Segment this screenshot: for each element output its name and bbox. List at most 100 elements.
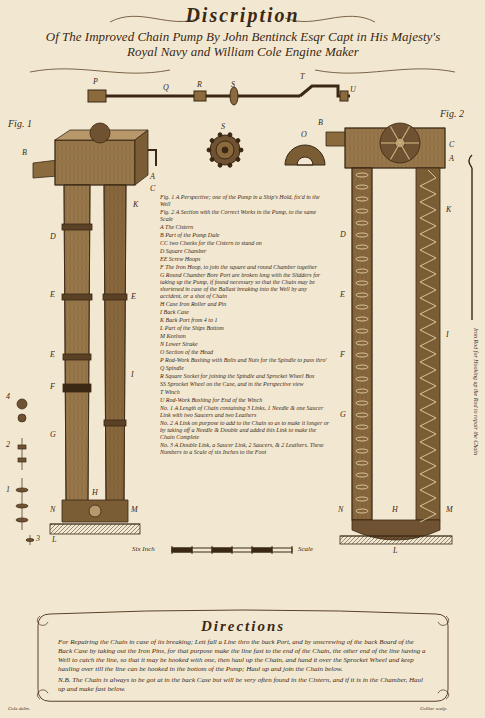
- directions-heading: Directions: [58, 618, 428, 635]
- callout-letter: L: [52, 535, 56, 544]
- callout-letter: 4: [6, 392, 10, 401]
- callout-letter: A: [449, 154, 454, 163]
- sprocket-tooth: [228, 133, 232, 137]
- key-entry: No. 1 A Length of Chain containing 3 Lin…: [160, 405, 330, 419]
- key-entry: Fig. 2 A Section with the Correct Works …: [160, 209, 330, 223]
- callout-letter: K: [133, 200, 138, 209]
- wheel-spoke: [400, 143, 410, 159]
- sprocket-tooth: [236, 157, 240, 161]
- chain-saucer: [356, 497, 368, 501]
- wheel-spoke: [400, 127, 410, 143]
- key-entry: Fig. 1 A Perspective; one of the Pump in…: [160, 194, 330, 208]
- scale-tick: [292, 546, 293, 554]
- key-entry: No. 2 A Link on purpose to add to the Ch…: [160, 420, 330, 441]
- callout-letter: 2: [6, 440, 10, 449]
- pump-fig2: [326, 123, 472, 544]
- scale-label: Six Inch: [132, 545, 155, 553]
- key-entry: CC two Cheeks for the Cistern to stand o…: [160, 240, 330, 247]
- callout-letter: G: [50, 430, 56, 439]
- callout-letter: 1: [6, 485, 10, 494]
- key-entry: B Part of the Pump Dale: [160, 232, 330, 239]
- wheel-spoke: [381, 142, 400, 143]
- callout-letter: R: [197, 80, 202, 89]
- key-entry: Q Spindle: [160, 365, 330, 372]
- wheel-spoke: [391, 127, 401, 143]
- callout-letter: 3: [36, 534, 40, 543]
- callout-letter: E: [50, 290, 55, 299]
- sprocket-tooth: [239, 148, 243, 152]
- callout-letter: B: [318, 118, 323, 127]
- sprocket-wheel: [207, 133, 243, 167]
- key-entry: M Keelson: [160, 333, 330, 340]
- chain-saucer: [356, 233, 368, 237]
- key-entry: F The Iron Hoop, to join the square and …: [160, 264, 330, 271]
- sprocket-tooth: [218, 163, 222, 167]
- key-entry: G Round Chamber Bore Port are broken lon…: [160, 272, 330, 300]
- chain-saucer: [356, 317, 368, 321]
- callout-letter: C: [449, 140, 454, 149]
- callout-letter: F: [340, 350, 345, 359]
- chain-saucer: [356, 293, 368, 297]
- chain-saucer: [356, 329, 368, 333]
- callout-letter: T: [300, 72, 304, 81]
- chain-saucer: [356, 269, 368, 273]
- key-entry: No. 3 A Double Link, a Saucer Link, 2 Sa…: [160, 442, 330, 456]
- engraver-credit: Cole delin.: [8, 706, 30, 712]
- wheel-spoke: [400, 142, 419, 143]
- callout-letter: I: [446, 330, 449, 339]
- callout-letter: F: [50, 382, 55, 391]
- callout-letter: A: [150, 172, 155, 181]
- key-entry: D Square Chamber: [160, 248, 330, 255]
- figure-label: Fig. 1: [8, 118, 32, 130]
- directions-text: For Repairing the Chain in case of its b…: [58, 638, 428, 674]
- chain-saucer: [356, 437, 368, 441]
- callout-letter: D: [340, 230, 346, 239]
- key-entry: P Rod-Work Bushing with Bolts and Nuts f…: [160, 357, 330, 364]
- sprocket-tooth: [218, 133, 222, 137]
- callout-letter: E: [50, 350, 55, 359]
- cartouche-outline: [38, 610, 448, 701]
- key-entry: U Rod-Work Bushing for End of the Winch: [160, 397, 330, 404]
- chain-saucer: [356, 389, 368, 393]
- chain-saucer: [356, 257, 368, 261]
- callout-letter: L: [393, 546, 397, 555]
- cartouche-scroll: [37, 616, 448, 699]
- scale-fill: [172, 548, 192, 552]
- key-entry: L Part of the Ships Bottom: [160, 325, 330, 332]
- wheel-spoke: [391, 143, 401, 159]
- scale-fill: [252, 548, 272, 552]
- chain-saucer: [356, 185, 368, 189]
- key-entry: SS Sprocket Wheel on the Case, and in th…: [160, 381, 330, 388]
- chain-saucer: [356, 425, 368, 429]
- chain-saucer: [356, 197, 368, 201]
- chain-saucer: [356, 353, 368, 357]
- callout-letter: S: [221, 122, 225, 131]
- chain-saucer: [356, 365, 368, 369]
- title: Discription: [0, 4, 485, 27]
- chain-saucer: [356, 209, 368, 213]
- legend-key-list: Fig. 1 A Perspective; one of the Pump in…: [160, 194, 330, 457]
- chain-saucer: [356, 413, 368, 417]
- chain-zigzag: [420, 170, 436, 522]
- sprocket-tooth: [207, 148, 211, 152]
- chain-saucer: [356, 509, 368, 513]
- engraver-credit: Collier sculp.: [420, 706, 447, 712]
- pump-fig1: [33, 123, 156, 534]
- key-entry: K Back Port from 4 to 1: [160, 317, 330, 324]
- chain-saucer: [356, 281, 368, 285]
- key-entry: I Back Case: [160, 309, 330, 316]
- scale-fill: [212, 548, 232, 552]
- directions-text: N.B. The Chain is always to be got at in…: [58, 676, 428, 694]
- key-entry: O Section of the Head: [160, 349, 330, 356]
- chain-saucer: [356, 377, 368, 381]
- callout-letter: H: [392, 505, 398, 514]
- callout-letter: C: [150, 184, 155, 193]
- chain-parts: [16, 399, 34, 545]
- key-entry: N Lower Strake: [160, 341, 330, 348]
- chain-saucer: [356, 401, 368, 405]
- callout-letter: K: [446, 205, 451, 214]
- callout-letter: G: [340, 410, 346, 419]
- rod-note: Iron Rod for Hooking up the Rod to repai…: [472, 328, 479, 455]
- callout-letter: M: [446, 505, 453, 514]
- winch-rod: [88, 86, 350, 105]
